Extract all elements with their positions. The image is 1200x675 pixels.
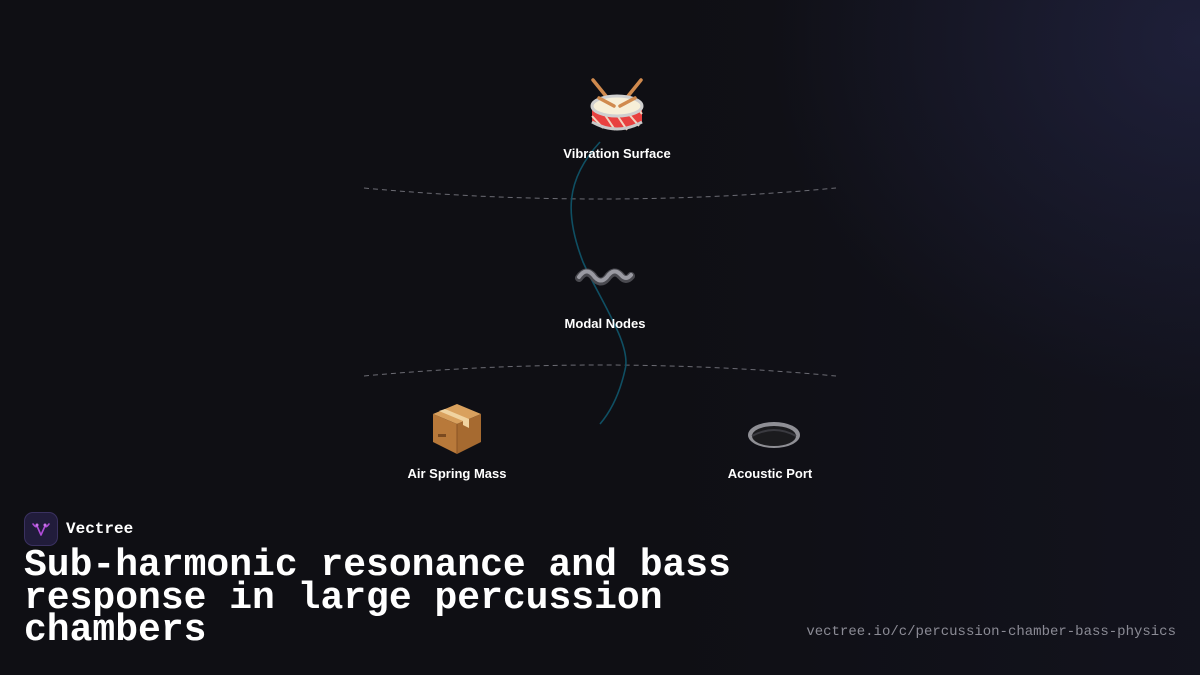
node-air-spring-mass[interactable]: Air Spring Mass [357, 396, 557, 481]
vectree-logo-icon [24, 512, 58, 546]
node-label-vibration-surface: Vibration Surface [563, 146, 671, 161]
brand[interactable]: Vectree [24, 512, 133, 546]
node-vibration-surface[interactable]: Vibration Surface [517, 76, 717, 161]
drum-icon [590, 78, 644, 131]
node-acoustic-port[interactable]: Acoustic Port [670, 396, 870, 481]
brand-name: Vectree [66, 520, 134, 538]
package-box-icon [433, 404, 481, 454]
layer-divider-bottom [363, 364, 837, 377]
flow-connector [570, 141, 627, 425]
hole-icon [748, 422, 800, 448]
page-url[interactable]: vectree.io/c/percussion-chamber-bass-phy… [806, 624, 1176, 640]
wavy-line-icon [575, 268, 635, 286]
node-modal-nodes[interactable]: Modal Nodes [505, 246, 705, 331]
layer-divider-top [363, 187, 837, 200]
page-title: Sub-harmonic resonance and bass response… [24, 544, 731, 652]
node-label-air-spring-mass: Air Spring Mass [407, 466, 507, 481]
node-label-modal-nodes: Modal Nodes [564, 316, 646, 331]
node-label-acoustic-port: Acoustic Port [727, 466, 813, 481]
